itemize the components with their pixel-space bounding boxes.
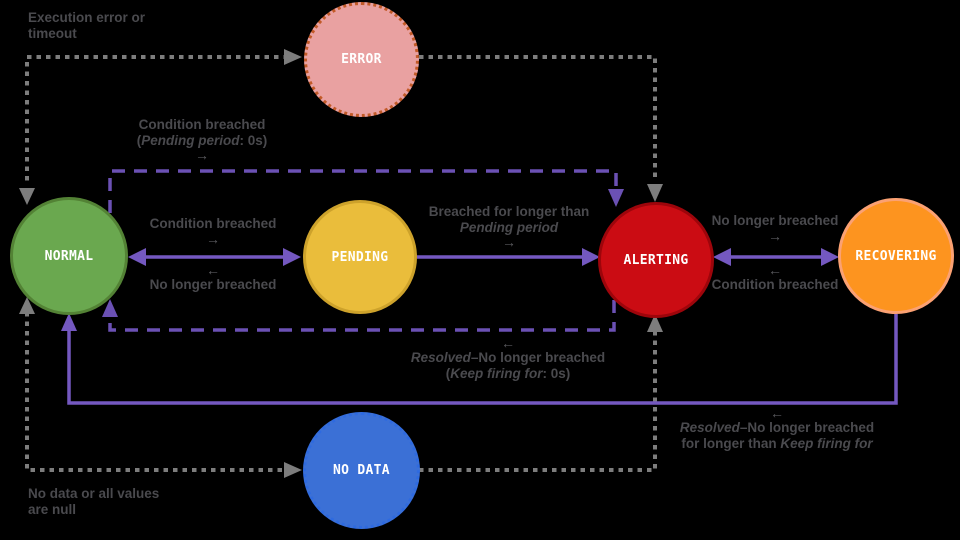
arrowhead-into-normal-top bbox=[19, 188, 35, 205]
edge-alerting-normal-dashed bbox=[102, 299, 616, 332]
label-alerting-to-recovering: No longer breached → bbox=[682, 213, 868, 243]
edge-nodata-normal-dotted bbox=[19, 297, 302, 478]
state-recovering: RECOVERING bbox=[838, 198, 954, 314]
label-alerting-to-normal-direct: ← Resolved–No longer breached (Keep firi… bbox=[403, 336, 613, 381]
arrowhead-into-alerting-bottom bbox=[647, 314, 663, 332]
state-nodata: NO DATA bbox=[303, 412, 420, 529]
right-arrow-glyph: → bbox=[206, 230, 220, 247]
state-alerting-label: ALERTING bbox=[623, 252, 689, 268]
edge-error-alerting-dotted bbox=[419, 55, 663, 202]
right-arrow-glyph: → bbox=[195, 147, 209, 163]
label-recovering-to-alerting: ← Condition breached bbox=[682, 263, 868, 293]
edge-normal-pending-solid bbox=[128, 248, 301, 266]
left-arrow-glyph: ← bbox=[501, 335, 515, 351]
arrowhead-into-alerting-topleft bbox=[608, 189, 624, 207]
right-arrow-glyph: → bbox=[502, 234, 516, 250]
label-recovering-to-normal: ← Resolved–No longer breached for longer… bbox=[677, 406, 877, 451]
label-pending-to-normal: ← No longer breached bbox=[123, 263, 303, 293]
arrowhead-into-recovering-left bbox=[821, 248, 839, 266]
arrowhead-into-error bbox=[284, 49, 302, 65]
label-execution-error: Execution error or timeout bbox=[28, 10, 146, 41]
label-normal-to-pending: Condition breached → bbox=[123, 216, 303, 246]
arrowhead-into-normal-right bbox=[128, 248, 146, 266]
arrowhead-into-alerting-left bbox=[582, 248, 600, 266]
arrowhead-into-normal-bottom bbox=[19, 297, 35, 314]
label-normal-to-alerting-direct: Condition breached (Pending period: 0s) … bbox=[112, 117, 292, 162]
edge-error-normal-dotted bbox=[19, 49, 302, 205]
left-arrow-glyph: ← bbox=[768, 262, 782, 278]
state-nodata-label: NO DATA bbox=[333, 463, 390, 478]
arrowhead-into-alerting-right bbox=[713, 248, 731, 266]
arrowhead-into-normal-bottom-solid bbox=[61, 313, 77, 331]
state-error-label: ERROR bbox=[341, 52, 382, 67]
state-error: ERROR bbox=[304, 2, 419, 117]
right-arrow-glyph: → bbox=[768, 227, 782, 244]
state-pending-label: PENDING bbox=[331, 249, 389, 265]
state-recovering-label: RECOVERING bbox=[855, 248, 937, 264]
arrowhead-into-normal-bottomright bbox=[102, 299, 118, 317]
edge-recovering-normal-solid bbox=[61, 313, 898, 405]
edge-alerting-recovering-solid bbox=[713, 248, 839, 266]
left-arrow-glyph: ← bbox=[770, 405, 784, 421]
state-pending: PENDING bbox=[303, 200, 417, 314]
state-normal: NORMAL bbox=[10, 197, 128, 315]
arrowhead-into-pending-left bbox=[283, 248, 301, 266]
arrowhead-into-alerting-top bbox=[647, 184, 663, 202]
edge-nodata-alerting-dotted bbox=[419, 314, 663, 472]
state-alerting: ALERTING bbox=[598, 202, 714, 318]
label-pending-to-alerting: Breached for longer than Pending period … bbox=[414, 204, 604, 249]
edge-pending-alerting-solid bbox=[417, 248, 600, 266]
left-arrow-glyph: ← bbox=[206, 262, 220, 278]
edge-normal-alerting-dashed bbox=[108, 169, 624, 213]
arrowhead-into-nodata bbox=[284, 462, 302, 478]
state-normal-label: NORMAL bbox=[44, 248, 94, 264]
label-no-data-null: No data or all values are null bbox=[28, 486, 160, 517]
